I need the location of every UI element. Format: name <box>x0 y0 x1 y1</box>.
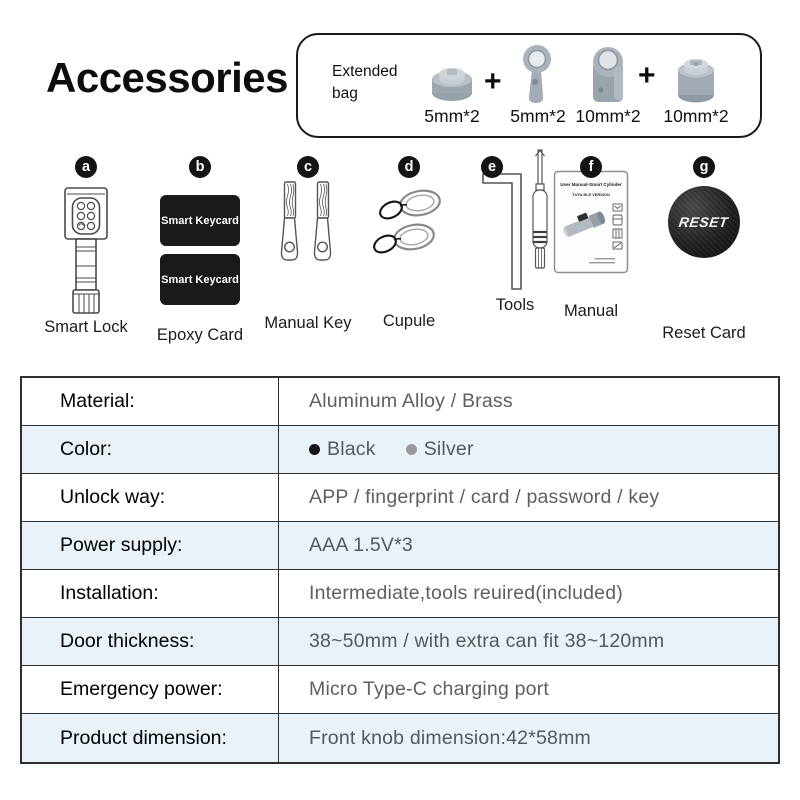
table-row-product-dimension: Product dimension: Front knob dimension:… <box>22 714 778 762</box>
row-label: Unlock way: <box>22 474 279 521</box>
spec-table: Material: Aluminum Alloy / Brass Color: … <box>20 376 780 764</box>
reset-card-icon: RESET <box>658 156 750 288</box>
page-title: Accessories <box>46 54 289 101</box>
row-value: APP / fingerprint / card / password / ke… <box>309 486 660 508</box>
accessory-epoxy-card: b Smart Keycard Smart Keycard Epoxy Card <box>154 156 246 345</box>
accessory-manual: User Manual-Smart Cylinder TUYA BLE VERS… <box>545 156 637 321</box>
color-option-silver: Silver <box>405 438 474 461</box>
row-value: Intermediate,tools reuired(included) <box>309 582 623 604</box>
ring-adapter-icon <box>496 44 580 104</box>
accessory-reset-card: RESET Reset Card g <box>658 156 750 343</box>
table-row-door-thickness: Door thickness: 38~50mm / with extra can… <box>22 618 778 666</box>
row-value: Micro Type-C charging port <box>309 678 550 700</box>
row-value: 38~50mm / with extra can fit 38~120mm <box>309 630 665 652</box>
black-dot-icon <box>309 444 320 455</box>
badge-d: d <box>398 156 420 178</box>
row-label: Installation: <box>22 570 279 617</box>
row-value: Front knob dimension:42*58mm <box>309 726 591 749</box>
table-row-material: Material: Aluminum Alloy / Brass <box>22 378 778 426</box>
accessory-label: Smart Lock <box>44 318 128 336</box>
table-row-unlock-way: Unlock way: APP / fingerprint / card / p… <box>22 474 778 522</box>
accessory-manual-key: Manual Key c <box>262 156 354 333</box>
table-row-emergency-power: Emergency power: Micro Type-C charging p… <box>22 666 778 714</box>
extended-bag-item-3: 10mm*2 <box>566 35 650 136</box>
accessory-label: Cupule <box>382 312 436 330</box>
row-value: AAA 1.5V*3 <box>309 534 413 556</box>
extended-bag-label: Extended bag <box>332 63 398 103</box>
table-row-power-supply: Power supply: AAA 1.5V*3 <box>22 522 778 570</box>
reset-text: RESET <box>678 214 730 230</box>
keycard-icon: Smart Keycard <box>160 195 240 246</box>
smart-lock-icon <box>40 184 132 316</box>
badge-b: b <box>189 156 211 178</box>
accessory-tools: Tools e <box>469 149 561 315</box>
part-size-label: 5mm*2 <box>424 106 480 126</box>
part-size-label: 10mm*2 <box>663 106 729 126</box>
extended-bag-item-4: 10mm*2 <box>654 35 738 136</box>
row-label: Material: <box>22 378 279 425</box>
part-size-label: 5mm*2 <box>510 106 566 126</box>
accessory-smart-lock: a <box>40 156 132 337</box>
row-label: Emergency power: <box>22 666 279 713</box>
manual-subtitle: TUYA BLE VERSION <box>572 192 610 197</box>
accessory-label: Manual Key <box>264 314 352 332</box>
row-value: Aluminum Alloy / Brass <box>309 390 513 412</box>
table-row-color: Color: Black Silver <box>22 426 778 474</box>
row-label: Power supply: <box>22 522 279 569</box>
sleeve-adapter-icon <box>566 46 650 104</box>
accessory-label: Epoxy Card <box>156 326 244 344</box>
silver-dot-icon <box>405 444 417 455</box>
color-option-black: Black <box>309 438 376 461</box>
row-value: Black Silver <box>279 426 778 473</box>
accessory-label: Manual <box>563 302 619 320</box>
part-size-label: 10mm*2 <box>575 106 641 126</box>
spacer-puck-icon <box>410 64 494 104</box>
manual-icon: User Manual-Smart Cylinder TUYA BLE VERS… <box>545 156 637 288</box>
badge-g: g <box>693 156 715 178</box>
cupule-icon <box>363 156 455 288</box>
manual-title: User Manual-Smart Cylinder <box>560 182 622 187</box>
plus-icon: + <box>638 59 656 92</box>
row-label: Color: <box>22 426 279 473</box>
keycard-icon: Smart Keycard <box>160 254 240 305</box>
badge-e: e <box>481 156 503 178</box>
keys-icon <box>262 156 354 288</box>
row-label: Door thickness: <box>22 618 279 665</box>
badge-f: f <box>580 156 602 178</box>
extended-bag-item-2: 5mm*2 <box>496 35 580 136</box>
extended-bag-box: Extended bag 5mm*2 + 5mm*2 <box>296 33 762 138</box>
accessory-cupule: Cupule d <box>363 156 455 331</box>
accessory-label: Reset Card <box>662 324 746 342</box>
keycard-stack: Smart Keycard Smart Keycard <box>154 184 246 316</box>
tools-icon <box>469 149 561 290</box>
extended-bag-item-1: 5mm*2 <box>410 35 494 136</box>
row-label: Product dimension: <box>22 714 279 762</box>
knob-cap-icon <box>654 56 738 104</box>
table-row-installation: Installation: Intermediate,tools reuired… <box>22 570 778 618</box>
accessory-label: Tools <box>495 296 535 314</box>
badge-a: a <box>75 156 97 178</box>
plus-icon: + <box>484 65 502 98</box>
badge-c: c <box>297 156 319 178</box>
